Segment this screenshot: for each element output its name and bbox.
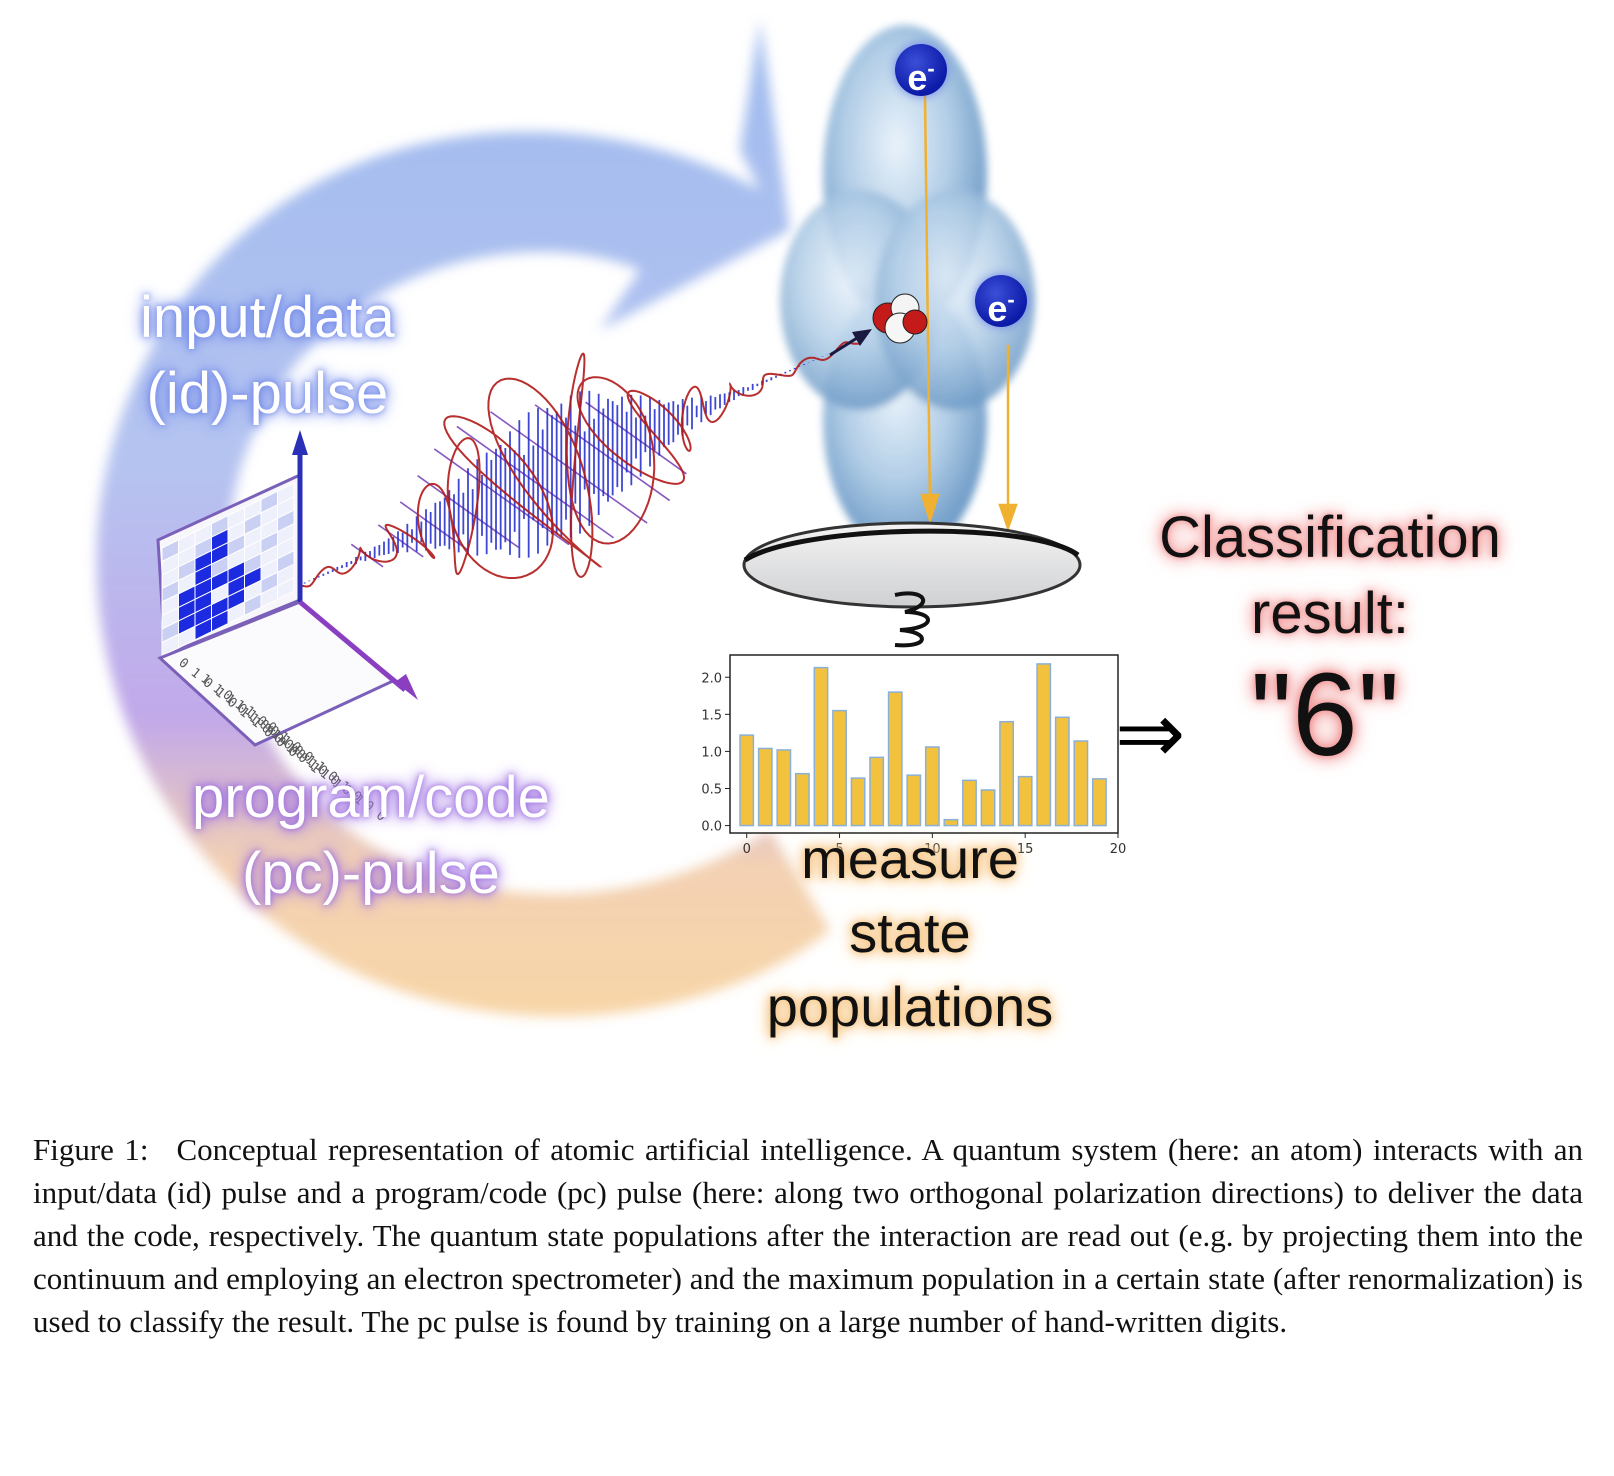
program-label-line2: (pc)-pulse	[242, 841, 500, 906]
bar-19	[1092, 778, 1107, 827]
figure-graphics: 0 1 0 1 0 1 1 0 0 01 1 1 0 1 0 0 1 0 10 …	[96, 20, 1127, 1017]
population-bar-chart: 0.0 0.5 1.0 1.5 2.0 0 5 10 15 20	[701, 654, 1127, 857]
x-tick-label: 20	[1110, 842, 1127, 857]
bar-5	[832, 709, 847, 827]
pulse-axis-line	[490, 411, 648, 524]
program-label-line1: program/code	[192, 765, 550, 830]
input-pulse-label: input/data (id)-pulse	[140, 280, 395, 432]
y-tick-label: 1.0	[701, 745, 722, 760]
input-label-line1: input/data	[140, 285, 395, 350]
measure-label-line1: measure	[801, 827, 1019, 890]
x-tick-label: 15	[1017, 842, 1034, 857]
bar-6	[850, 777, 866, 827]
program-pulse-label: program/code (pc)-pulse	[192, 760, 550, 912]
x-tick-label: 10	[924, 842, 941, 857]
figure-caption: Figure 1:Conceptual representation of at…	[33, 1128, 1583, 1343]
spring-icon	[894, 591, 930, 648]
measure-label-line2: state	[849, 901, 971, 964]
measure-label: measure state populations	[750, 822, 1070, 1044]
molecule-icon	[872, 293, 928, 344]
bar-4	[813, 666, 829, 827]
electron-top-label: e	[907, 57, 928, 98]
input-label-line2: (id)-pulse	[146, 361, 389, 426]
bar-3	[794, 772, 810, 827]
digit-pixel-grid	[161, 482, 295, 657]
bar-18	[1073, 740, 1089, 827]
y-tick-label: 0.5	[701, 783, 722, 798]
bar-14	[999, 721, 1015, 827]
electron-top-sup: -	[927, 56, 935, 81]
classification-label: Classification result:	[1140, 500, 1520, 652]
bar-16	[1036, 663, 1052, 827]
y-tick-label: 0.0	[701, 820, 722, 835]
classification-label-line2: result:	[1251, 581, 1409, 646]
electron-trajectories	[920, 94, 1018, 532]
bar-1	[757, 747, 773, 827]
implies-arrow-icon: ⇒	[1115, 684, 1186, 782]
bar-17	[1054, 716, 1070, 827]
pulse-arrowhead	[829, 329, 872, 357]
pulse-beam	[299, 341, 861, 588]
atom-orbital-cloud	[780, 25, 1035, 555]
bar-7	[869, 756, 885, 827]
y-tick-label: 2.0	[701, 671, 722, 686]
measure-label-line3: populations	[766, 975, 1054, 1038]
pulse-axis-line	[456, 425, 614, 539]
bar-10	[924, 746, 940, 827]
electron-top: e-	[895, 44, 947, 98]
bar-9	[906, 774, 922, 827]
bar-8	[887, 691, 903, 827]
cycle-arrow	[96, 20, 831, 1017]
bar-15	[1017, 775, 1033, 827]
electron-right-sup: -	[1007, 287, 1015, 312]
detector-plate	[742, 521, 1082, 648]
bar-2	[776, 749, 792, 827]
classification-label-line1: Classification	[1159, 505, 1501, 570]
caption-figure-label: Figure 1:	[33, 1132, 149, 1167]
bar-11	[943, 818, 959, 827]
pulse-red-component	[301, 341, 861, 588]
electron-right-label: e	[987, 288, 1008, 329]
bar-12	[962, 779, 977, 827]
classification-result-value: "6"	[1250, 649, 1400, 781]
pulse-axis-line	[399, 501, 469, 552]
bar-0	[739, 734, 755, 827]
bar-13	[980, 789, 996, 827]
caption-text: Conceptual representation of atomic arti…	[33, 1132, 1583, 1339]
x-tick-label: 5	[835, 842, 843, 857]
y-tick-label: 1.5	[701, 708, 722, 723]
x-tick-label: 0	[743, 842, 751, 857]
digit-pixel	[277, 576, 295, 601]
electron-right: e-	[975, 275, 1027, 329]
